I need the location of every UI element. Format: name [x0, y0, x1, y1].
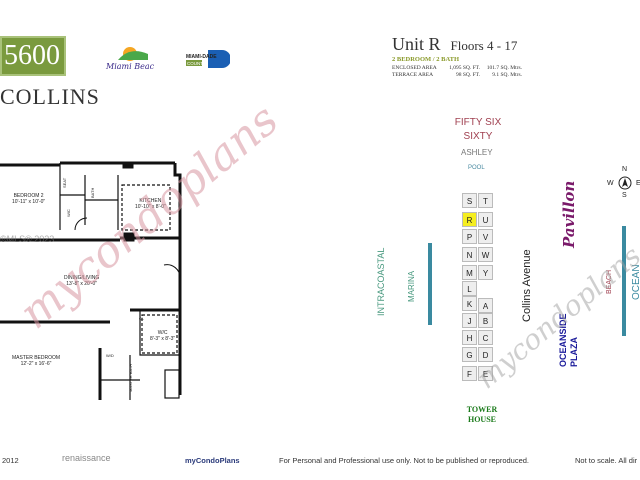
room-name: DINING/LIVING	[64, 275, 100, 281]
mycondoplans-watermark-right: mycondoplans	[470, 239, 640, 396]
building-name-line: FIFTY SIX	[454, 117, 502, 128]
unit-w: W	[478, 247, 493, 262]
logo-name: COLLINS	[0, 84, 100, 109]
area-sqm: 101.7 SQ. Mtrs.	[486, 65, 522, 71]
footer-scale-note: Not to scale. All dir	[575, 456, 638, 465]
miami-beach-logo: Miami Beach	[104, 42, 159, 72]
unit-floors: Floors 4 - 17	[450, 38, 518, 53]
ashley-label: ASHLEY	[461, 148, 493, 157]
mycondoplans-brand: myCondoPlans	[185, 456, 240, 465]
unit-s: S	[462, 193, 477, 208]
room-size: 8'-3" x 8'-3"	[150, 336, 176, 342]
room-size: 12'-2" x 16'-6"	[20, 361, 52, 367]
unit-n: N	[462, 247, 477, 262]
unit-name: Unit R	[392, 34, 441, 54]
unit-type: 2 BEDROOM / 2 BATH	[392, 56, 460, 63]
bath-label: BATH	[90, 187, 95, 198]
building-name-line: SIXTY	[463, 131, 493, 142]
compass: N W E S	[606, 166, 640, 202]
area-sqft: 98 SQ. FT.	[455, 72, 480, 78]
intracoastal-label: INTRACOASTAL	[376, 247, 386, 316]
unit-c: C	[478, 330, 493, 345]
label-line: TOWER	[466, 405, 498, 414]
unit-title: Unit R Floors 4 - 17	[392, 34, 517, 55]
unit-j: J	[462, 313, 477, 328]
room-name: BEDROOM 2	[13, 193, 44, 199]
pool-label: POOL	[468, 165, 485, 171]
label-line: HOUSE	[467, 415, 496, 424]
unit-v: V	[478, 229, 493, 244]
unit-h: H	[462, 330, 477, 345]
unit-e: E	[478, 366, 493, 381]
room-name: W/C	[157, 330, 168, 336]
5600-logo: 5600	[0, 36, 66, 76]
unit-d: D	[478, 347, 493, 362]
compass-east: E	[636, 180, 640, 187]
wd-label: W/D	[106, 353, 114, 358]
area-sqm: 9.1 SQ. Mtrs.	[492, 72, 522, 78]
room-name: MASTER BEDROOM	[12, 355, 61, 361]
unit-m: M	[462, 265, 477, 280]
room-size: 13'-8" x 20'-0"	[66, 281, 98, 287]
area-label: ENCLOSED AREA	[392, 65, 437, 71]
marina-dock	[428, 243, 432, 325]
unit-a: A	[478, 298, 493, 313]
unit-f: F	[462, 366, 477, 381]
unit-y: Y	[478, 265, 493, 280]
ocean-shoreline	[622, 226, 626, 336]
compass-south: S	[622, 192, 627, 199]
room-name: KITCHEN	[139, 198, 162, 204]
unit-r: R	[462, 212, 477, 227]
floor-plan	[0, 161, 182, 400]
closet-label: CL	[139, 316, 145, 321]
footer-notice: For Personal and Professional use only. …	[279, 456, 530, 465]
mls-watermark: ©MLS® 2023	[0, 234, 55, 244]
area-sqft: 1,095 SQ. FT.	[449, 65, 480, 71]
collins-avenue-label: Collins Avenue	[521, 249, 533, 322]
compass-west: W	[607, 180, 614, 187]
marina-label: MARINA	[407, 270, 416, 302]
unit-b: B	[478, 313, 493, 328]
compass-north: N	[622, 166, 628, 173]
compass-arrow-icon	[618, 176, 632, 190]
master-bath-label: MASTER BATH	[128, 363, 133, 392]
terrace-area-row: TERRACE AREA 98 SQ. FT. 9.1 SQ. Mtrs.	[392, 72, 522, 78]
enclosed-area-row: ENCLOSED AREA 1,095 SQ. FT. 101.7 SQ. Mtrs…	[392, 65, 522, 71]
area-label: TERRACE AREA	[392, 72, 434, 78]
svg-text:Miami Beach: Miami Beach	[105, 62, 154, 71]
svg-text:COUNTY: COUNTY	[187, 61, 206, 66]
fifty-six-sixty-label: FIFTY SIX SIXTY	[453, 116, 503, 144]
room-size: 10'-11" x 10'-0"	[12, 199, 46, 205]
pavillon-label: Pavillon	[560, 180, 578, 248]
wic-label: WIC	[66, 209, 71, 217]
room-size: 10'-10" x 8'-0"	[135, 204, 166, 210]
seat-label: SEAT	[62, 177, 67, 188]
svg-text:MIAMI-DADE: MIAMI-DADE	[186, 54, 217, 60]
renaissance-logo: renaissance	[62, 453, 111, 463]
unit-g: G	[462, 347, 477, 362]
unit-u: U	[478, 212, 493, 227]
unit-t: T	[478, 193, 493, 208]
footer-year: 2012	[2, 456, 19, 465]
unit-k: K	[462, 296, 477, 311]
logo-number: 5600	[4, 40, 60, 71]
unit-l: L	[462, 281, 477, 296]
unit-p: P	[462, 229, 477, 244]
